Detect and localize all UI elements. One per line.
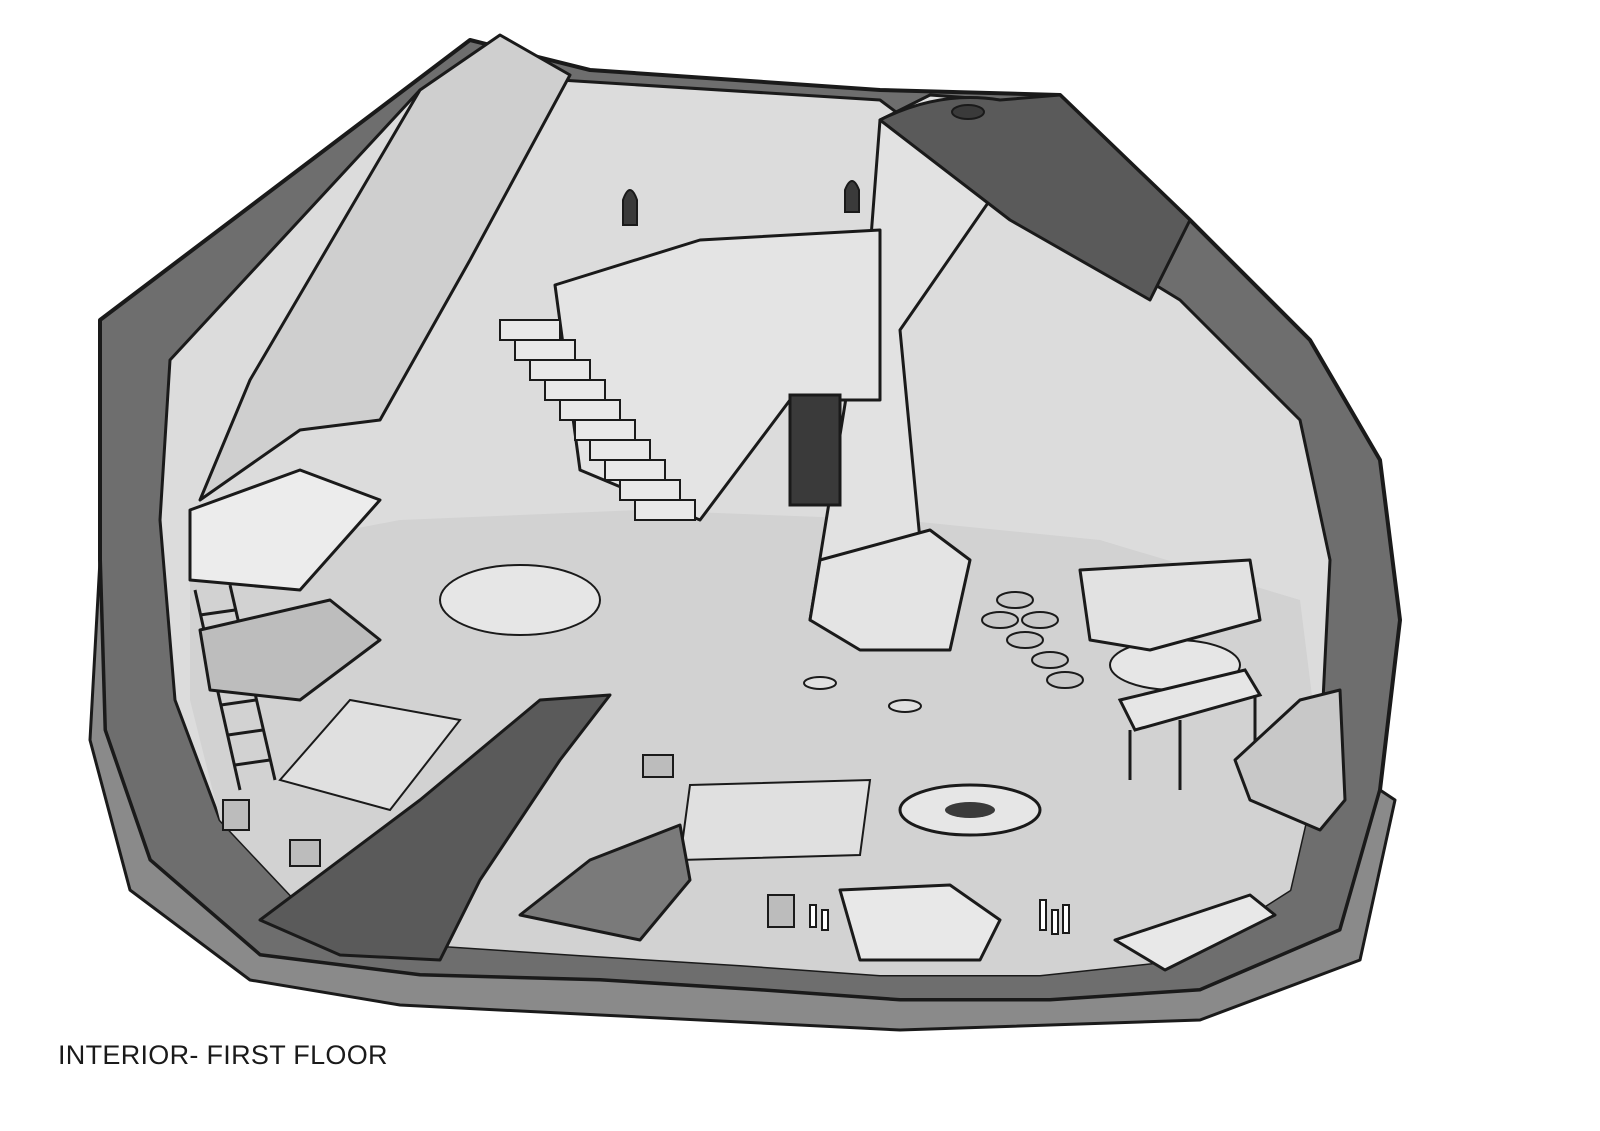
upper-bunk-bed bbox=[188, 468, 382, 592]
lower-bunk-bed bbox=[198, 598, 382, 702]
bucket-icon bbox=[222, 754, 795, 928]
wall-niches bbox=[622, 180, 860, 226]
back-doorway bbox=[788, 393, 842, 507]
trapdoor-icon bbox=[518, 823, 692, 942]
right-pillar-top bbox=[878, 93, 1192, 302]
staircase-icon bbox=[499, 319, 696, 521]
stool-icon bbox=[803, 676, 922, 713]
woven-mat bbox=[678, 778, 872, 862]
left-rock-pillar bbox=[198, 33, 572, 502]
firewood-icon bbox=[981, 591, 1084, 689]
stone-slab bbox=[838, 883, 1002, 962]
caption-title: INTERIOR- FIRST FLOOR bbox=[58, 1040, 388, 1070]
table-icon bbox=[1117, 668, 1263, 790]
wooden-board bbox=[1113, 893, 1277, 972]
kitchen-counter bbox=[1078, 558, 1262, 652]
cliff-front-face bbox=[88, 558, 1397, 1032]
fire-pit-center bbox=[945, 802, 995, 818]
right-bed bbox=[1233, 688, 1347, 832]
candle-icon bbox=[809, 899, 1070, 935]
chimney-cap bbox=[951, 104, 985, 120]
round-rug-left bbox=[439, 564, 601, 636]
patterned-rug bbox=[278, 698, 462, 812]
front-rock-ridge bbox=[258, 693, 612, 962]
stone-stove bbox=[808, 528, 972, 652]
